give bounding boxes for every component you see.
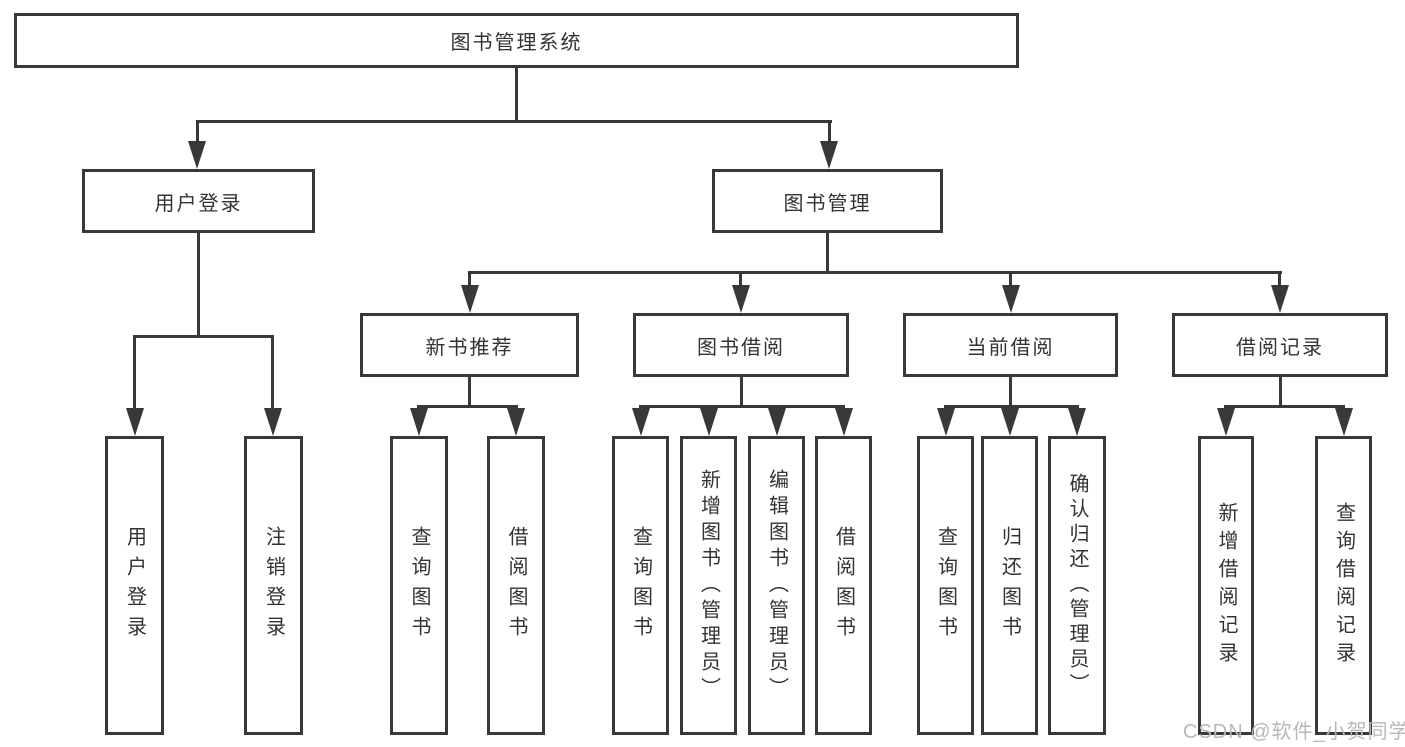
- leaf-edit-book-admin: 编辑图书（管理员）: [748, 436, 805, 735]
- leaf-user-login: 用户登录: [105, 436, 164, 735]
- leaf-user-login-label: 用户登录: [123, 525, 146, 646]
- leaf-return-book-label: 归还图书: [998, 525, 1021, 646]
- connector-vline: [468, 377, 471, 408]
- node-book-borrow: 图书借阅: [633, 313, 849, 377]
- node-book-management: 图书管理: [712, 169, 943, 233]
- node-current-borrow: 当前借阅: [903, 313, 1118, 377]
- connector-vline: [197, 233, 200, 338]
- leaf-add-book-admin-label: 新增图书（管理员）: [697, 468, 720, 703]
- node-new-book-recommend: 新书推荐: [360, 313, 579, 377]
- leaf-query-borrow-record-label: 查询借阅记录: [1332, 501, 1355, 670]
- leaf-logout: 注销登录: [244, 436, 303, 735]
- leaf-return-book: 归还图书: [981, 436, 1038, 735]
- arrowhead-icon: [1217, 408, 1235, 436]
- connector-vline: [196, 120, 199, 144]
- leaf-query-book-recommend: 查询图书: [390, 436, 448, 735]
- connector-vline: [826, 233, 829, 274]
- arrowhead-icon: [264, 408, 282, 436]
- connector-hline: [639, 405, 845, 408]
- connector-hline: [1224, 405, 1345, 408]
- leaf-query-borrow-record: 查询借阅记录: [1315, 436, 1372, 735]
- arrowhead-icon: [937, 408, 955, 436]
- node-current-borrow-label: 当前借阅: [966, 336, 1055, 359]
- connector-vline: [271, 335, 274, 411]
- arrowhead-icon: [126, 408, 144, 436]
- connector-hline: [196, 120, 832, 123]
- connector-hline: [468, 271, 1282, 274]
- arrowhead-icon: [768, 408, 786, 436]
- leaf-borrow-book-label: 借阅图书: [832, 525, 855, 646]
- leaf-confirm-return-admin: 确认归还（管理员）: [1048, 436, 1106, 735]
- arrowhead-icon: [632, 408, 650, 436]
- leaf-query-book-borrow-label: 查询图书: [629, 525, 652, 646]
- leaf-query-book-current-label: 查询图书: [934, 525, 957, 646]
- connector-vline: [515, 68, 518, 123]
- arrowhead-icon: [1002, 285, 1020, 313]
- leaf-confirm-return-admin-label: 确认归还（管理员）: [1066, 473, 1088, 698]
- leaf-logout-label: 注销登录: [262, 525, 285, 646]
- node-borrow-record-label: 借阅记录: [1236, 336, 1324, 359]
- leaf-borrow-book: 借阅图书: [815, 436, 872, 735]
- node-borrow-record: 借阅记录: [1172, 313, 1388, 377]
- leaf-add-borrow-record: 新增借阅记录: [1198, 436, 1254, 735]
- connector-vline: [1278, 271, 1281, 288]
- watermark: CSDN @软件_小贺同学: [1183, 721, 1405, 743]
- connector-vline: [828, 120, 831, 144]
- connector-vline: [1009, 271, 1012, 288]
- arrowhead-icon: [507, 408, 525, 436]
- leaf-borrow-book-recommend: 借阅图书: [487, 436, 545, 735]
- node-new-book-recommend-label: 新书推荐: [425, 336, 514, 359]
- arrowhead-icon: [188, 141, 206, 169]
- leaf-query-book-borrow: 查询图书: [612, 436, 669, 735]
- node-book-management-label: 图书管理: [783, 192, 872, 215]
- connector-vline: [468, 271, 471, 288]
- connector-hline: [944, 405, 1079, 408]
- node-book-borrow-label: 图书借阅: [697, 336, 785, 359]
- arrowhead-icon: [732, 285, 750, 313]
- connector-vline: [739, 271, 742, 288]
- arrowhead-icon: [1068, 408, 1086, 436]
- connector-vline: [1279, 377, 1282, 408]
- leaf-query-book-current: 查询图书: [917, 436, 974, 735]
- leaf-edit-book-admin-label: 编辑图书（管理员）: [765, 468, 788, 703]
- node-user-login-label: 用户登录: [154, 192, 243, 215]
- arrowhead-icon: [835, 408, 853, 436]
- connector-hline: [133, 335, 274, 338]
- arrowhead-icon: [1335, 408, 1353, 436]
- arrowhead-icon: [700, 408, 718, 436]
- leaf-add-book-admin: 新增图书（管理员）: [680, 436, 737, 735]
- connector-vline: [1009, 377, 1012, 408]
- leaf-add-borrow-record-label: 新增借阅记录: [1215, 501, 1237, 670]
- connector-hline: [417, 405, 518, 408]
- node-root-label: 图书管理系统: [450, 32, 583, 54]
- node-user-login: 用户登录: [82, 169, 315, 233]
- arrowhead-icon: [461, 285, 479, 313]
- arrowhead-icon: [1001, 408, 1019, 436]
- connector-vline: [133, 335, 136, 411]
- connector-vline: [740, 377, 743, 408]
- arrowhead-icon: [410, 408, 428, 436]
- arrowhead-icon: [820, 141, 838, 169]
- leaf-query-book-recommend-label: 查询图书: [408, 525, 430, 646]
- arrowhead-icon: [1271, 285, 1289, 313]
- node-root: 图书管理系统: [14, 13, 1019, 68]
- leaf-borrow-book-recommend-label: 借阅图书: [505, 525, 527, 646]
